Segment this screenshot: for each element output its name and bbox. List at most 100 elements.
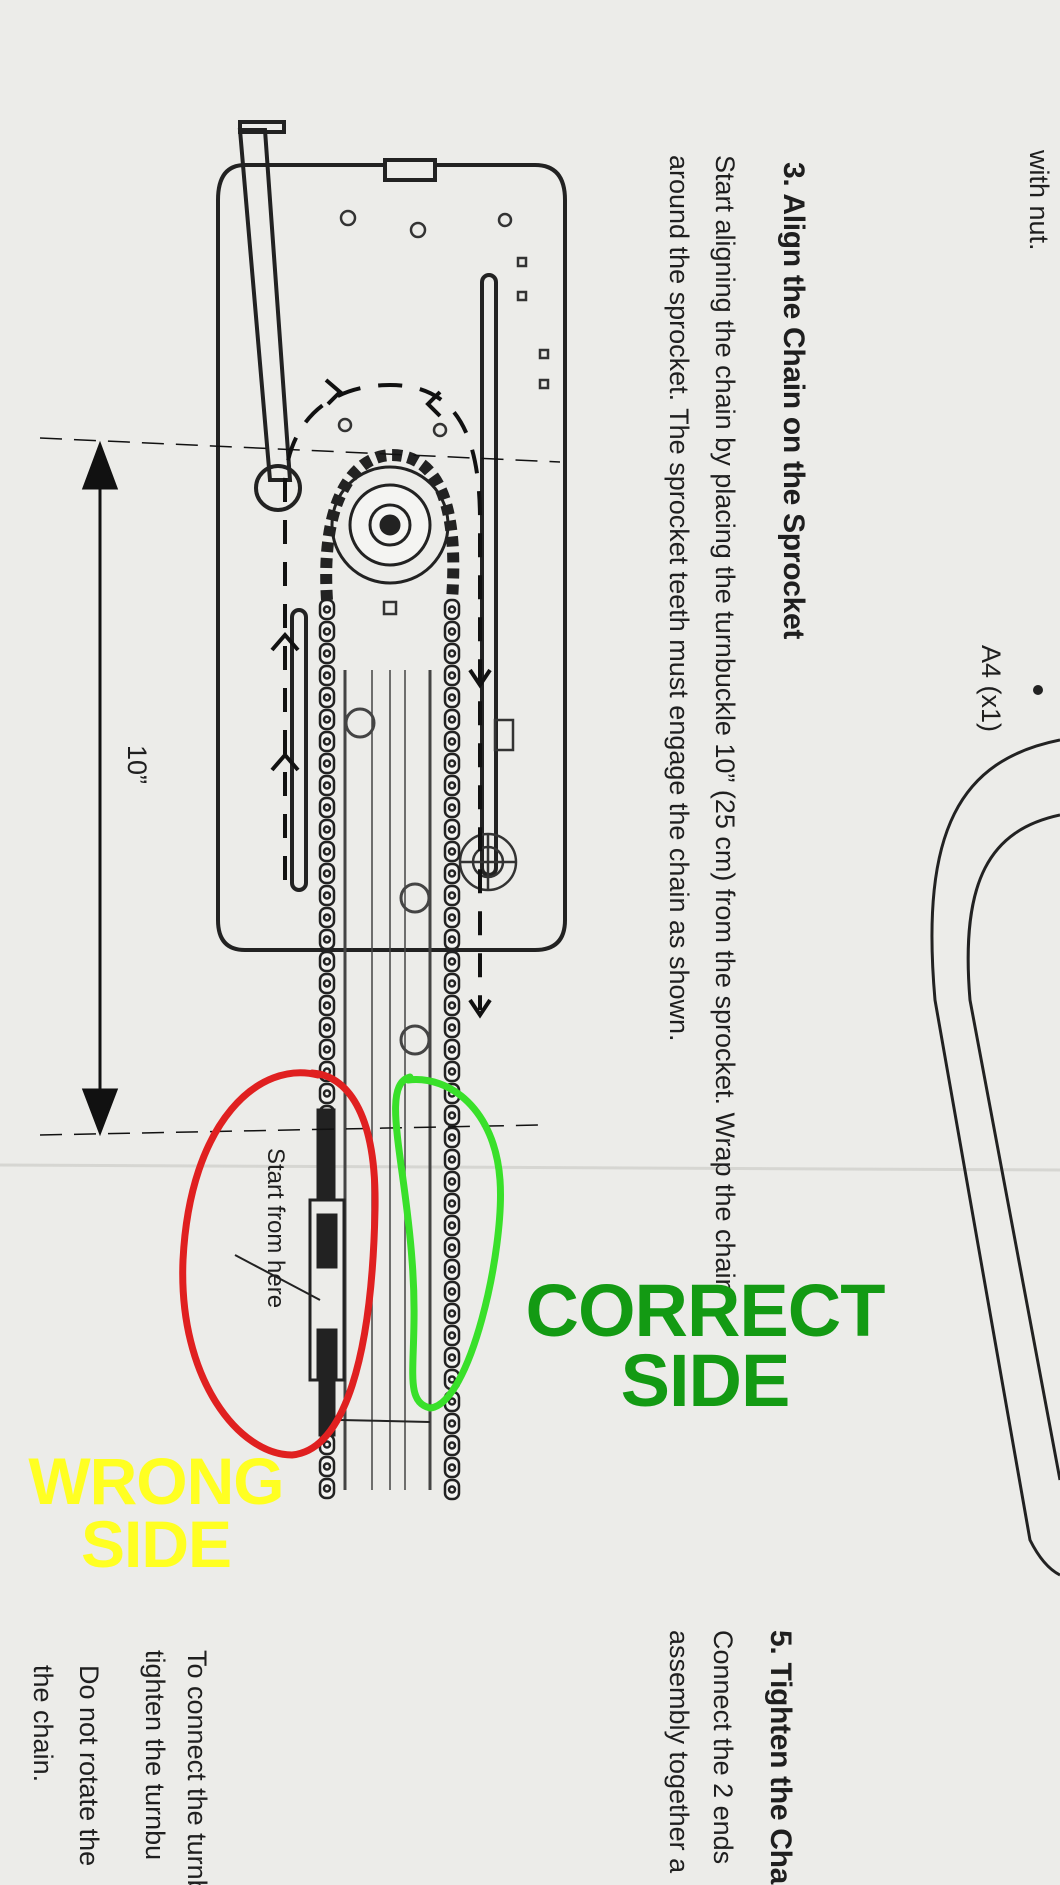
chain-pin xyxy=(322,979,332,988)
chain-pin xyxy=(322,605,332,614)
part-a4-label: A4 (x1) xyxy=(976,645,1006,733)
chain-pin xyxy=(447,847,457,856)
step3-text-line2: around the sprocket. The sprocket teeth … xyxy=(664,155,694,1042)
chain-pin xyxy=(322,1462,332,1471)
direction-arrows xyxy=(283,382,482,1010)
chain-pin xyxy=(322,737,332,746)
dimension-label: 10” xyxy=(122,745,152,785)
chain-pin xyxy=(447,715,457,724)
chain-pin xyxy=(447,1067,457,1076)
chain-pin xyxy=(447,869,457,878)
chain-right-run xyxy=(443,598,461,1501)
step5-heading: 5. Tighten the Chain xyxy=(764,1630,797,1885)
correct-line2: SIDE xyxy=(620,1339,791,1423)
chain-pin xyxy=(447,957,457,966)
chain-pin xyxy=(447,1441,457,1450)
chain-pin xyxy=(447,737,457,746)
chain-pin xyxy=(447,891,457,900)
chain-pin xyxy=(447,1023,457,1032)
chain-pin xyxy=(447,649,457,658)
correct-side-annotation: CORRECT SIDE xyxy=(525,1269,886,1423)
chain-pin xyxy=(447,1199,457,1208)
chain-pin xyxy=(447,1287,457,1296)
sprocket xyxy=(330,465,450,585)
chain-pin xyxy=(322,957,332,966)
chain-pin xyxy=(322,649,332,658)
start-label-leader xyxy=(234,1254,321,1301)
chain-pin xyxy=(447,1111,457,1120)
chain-pin xyxy=(447,1375,457,1384)
chain-pin xyxy=(447,1177,457,1186)
part-a4-outline xyxy=(930,738,1060,1577)
prev-step-fragment: with nut. xyxy=(1024,150,1054,251)
chain-pin xyxy=(447,913,457,922)
chain-pin xyxy=(447,935,457,944)
chain-pin xyxy=(447,1397,457,1406)
chain-pin xyxy=(447,1419,457,1428)
chain-pin xyxy=(322,715,332,724)
chain-pin xyxy=(322,825,332,834)
wrong-line1: WRONG xyxy=(28,1444,284,1518)
chain-around-sprocket xyxy=(320,448,460,601)
chain-pin xyxy=(447,979,457,988)
footer-text-line2: tighten the turnbu xyxy=(140,1650,170,1861)
chain-pin xyxy=(447,1463,457,1472)
chain-pin xyxy=(322,781,332,790)
chain-pin xyxy=(322,1001,332,1010)
chain-pin xyxy=(447,1133,457,1142)
footer-text-line3: Do not rotate the xyxy=(74,1665,104,1867)
chain-pin xyxy=(447,1353,457,1362)
footer-text-line1: To connect the turnb xyxy=(182,1650,212,1885)
chain-pin xyxy=(447,605,457,614)
chain-pin xyxy=(322,671,332,680)
chain-pin xyxy=(322,1045,332,1054)
chain-pin xyxy=(447,671,457,680)
chain-pin xyxy=(447,1001,457,1010)
chain-pin xyxy=(322,627,332,636)
footer-text-line4: the chain. xyxy=(28,1665,58,1783)
motor-housing xyxy=(216,158,567,952)
chain-pin xyxy=(322,759,332,768)
chain-pin xyxy=(447,1265,457,1274)
chain-pin xyxy=(447,1045,457,1054)
chain-pin xyxy=(322,935,332,944)
part-a4-pin xyxy=(1033,685,1043,695)
chain-pin xyxy=(322,803,332,812)
step3-text-line1: Start aligning the chain by placing the … xyxy=(710,155,740,1294)
chain-pin xyxy=(447,1155,457,1164)
chain-pin xyxy=(447,759,457,768)
chain-pin xyxy=(447,1485,457,1494)
arrow-heads xyxy=(270,378,492,1019)
wrong-side-circle xyxy=(179,1069,379,1459)
release-lever xyxy=(237,120,302,512)
chain-pin xyxy=(322,1484,332,1493)
housing-details xyxy=(337,209,550,892)
chain-pin xyxy=(322,869,332,878)
chain-pin xyxy=(447,825,457,834)
dimension-10in xyxy=(39,437,561,1137)
chain-pin xyxy=(447,781,457,790)
wrong-line2: SIDE xyxy=(80,1506,232,1581)
chain-pin xyxy=(447,1309,457,1318)
chain-pin xyxy=(447,1221,457,1230)
step3-heading: 3. Align the Chain on the Sprocket xyxy=(777,162,810,640)
step5-text-line1: Connect the 2 ends xyxy=(708,1630,738,1865)
chain-pin xyxy=(447,627,457,636)
chain-pin xyxy=(447,803,457,812)
chain-pin xyxy=(447,1243,457,1252)
chain-pin xyxy=(322,1023,332,1032)
wrong-side-annotation: WRONG SIDE xyxy=(6,1444,306,1581)
step5-text-line2: assembly together a xyxy=(664,1630,694,1874)
chain-pin xyxy=(322,1089,332,1098)
correct-line1: CORRECT xyxy=(525,1269,886,1352)
correct-side-circle xyxy=(392,1073,504,1412)
chain-pin xyxy=(322,847,332,856)
chain-pin xyxy=(322,693,332,702)
chain-pin xyxy=(447,693,457,702)
chain-pin xyxy=(322,891,332,900)
start-from-here-label: Start from here xyxy=(262,1148,289,1309)
chain-pin xyxy=(447,1331,457,1340)
chain-pin xyxy=(322,913,332,922)
